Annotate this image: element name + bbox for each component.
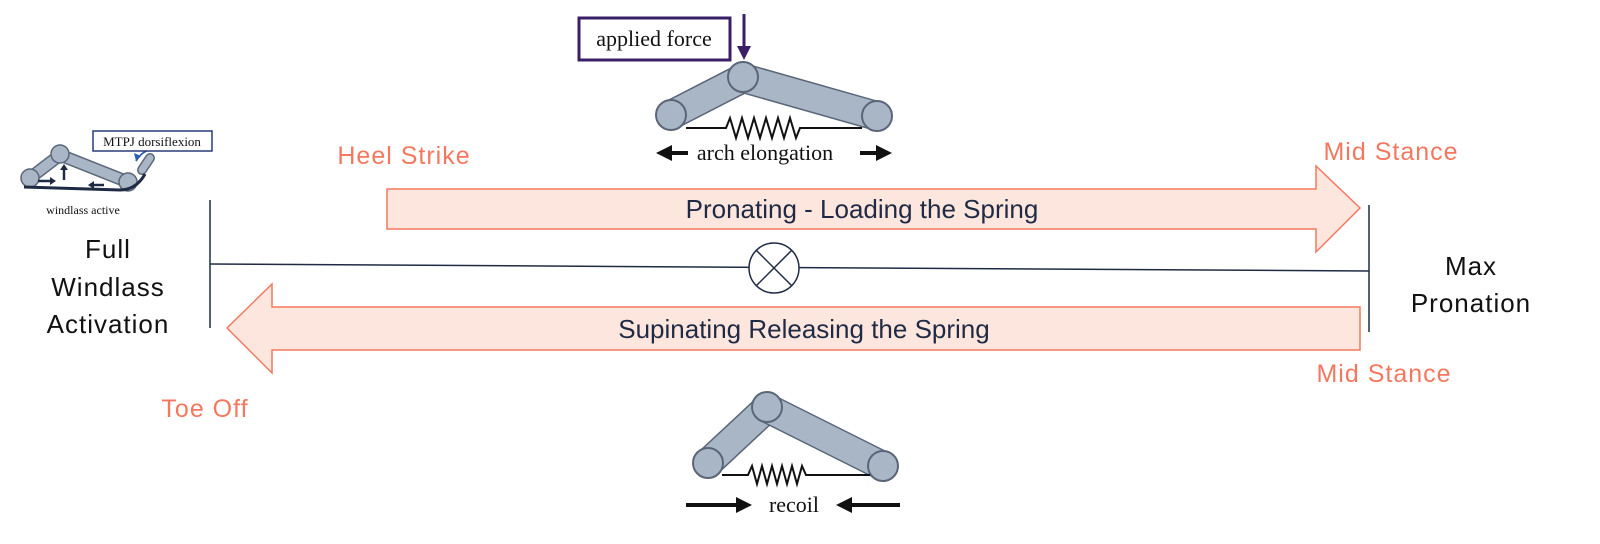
applied-force-box [577, 16, 732, 62]
mtpj-label-box [92, 130, 213, 152]
windlass-bar-right-fill [55, 150, 133, 187]
recoil-arrowhead-left [736, 497, 752, 513]
windlass-arrowhead-right [50, 177, 56, 185]
windlass-joint-top [50, 144, 70, 164]
windlass-toe-bar-fill [138, 154, 154, 174]
recoil-spring [722, 462, 870, 488]
mid-stance-bottom-label: Mid Stance [1316, 360, 1451, 388]
mid-stance-top-label: Mid Stance [1323, 138, 1458, 166]
arch-elongation-label: arch elongation [697, 140, 833, 165]
elongation-arrowhead-left [656, 145, 672, 161]
mtpj-label: MTPJ dorsiflexion [103, 134, 201, 149]
left-end-line-3: Activation [47, 309, 170, 339]
recoil-joint-top [751, 391, 783, 423]
loading-joint-toe [861, 100, 893, 132]
supinating-arrow-shape [225, 282, 1361, 375]
left-end-line-1: Full [85, 234, 131, 264]
loading-figure: applied force arch elongation [577, 14, 893, 165]
recoil-label: recoil [769, 492, 819, 517]
supinating-arrow: Supinating Releasing the Spring [225, 282, 1361, 375]
recoil-figure: recoil [686, 391, 900, 517]
loading-joint-top [727, 61, 759, 93]
heel-strike-label: Heel Strike [337, 142, 470, 170]
left-end-line-2: Windlass [51, 272, 164, 302]
recoil-arrowhead-right [836, 497, 852, 513]
loading-spring [686, 114, 862, 142]
loading-joint-heel [655, 99, 687, 131]
force-arrow-head [737, 46, 751, 60]
right-end-line-1: Max [1445, 251, 1497, 281]
loading-bar-right [729, 64, 891, 130]
windlass-arrowhead-up [60, 164, 68, 170]
pronating-arrow-shape [386, 164, 1362, 254]
windlass-arrowhead-left [88, 181, 94, 189]
pronating-arrow-label: Pronating - Loading the Spring [686, 194, 1039, 224]
supinating-arrow-label: Supinating Releasing the Spring [618, 314, 989, 344]
windlass-joint-heel [20, 168, 40, 188]
right-end-line-2: Pronation [1411, 288, 1531, 318]
pivot-symbol [748, 242, 800, 294]
recoil-joint-toe [867, 450, 899, 482]
windlass-figure: MTPJ dorsiflexion windlass active [20, 130, 213, 217]
dorsiflexion-arrowhead [134, 153, 141, 161]
windlass-active-label: windlass active [46, 203, 120, 217]
elongation-arrowhead-right [876, 145, 892, 161]
pronating-arrow: Pronating - Loading the Spring [386, 164, 1362, 254]
applied-force-label: applied force [596, 26, 711, 51]
left-end-label: Full Windlass Activation [47, 234, 170, 339]
toe-off-label: Toe Off [161, 395, 248, 423]
pivot-cross-b [755, 249, 793, 287]
recoil-joint-heel [692, 447, 724, 479]
right-end-label: Max Pronation [1411, 251, 1531, 318]
recoil-bar-right [753, 394, 897, 480]
plantar-fascia-line [23, 173, 147, 192]
